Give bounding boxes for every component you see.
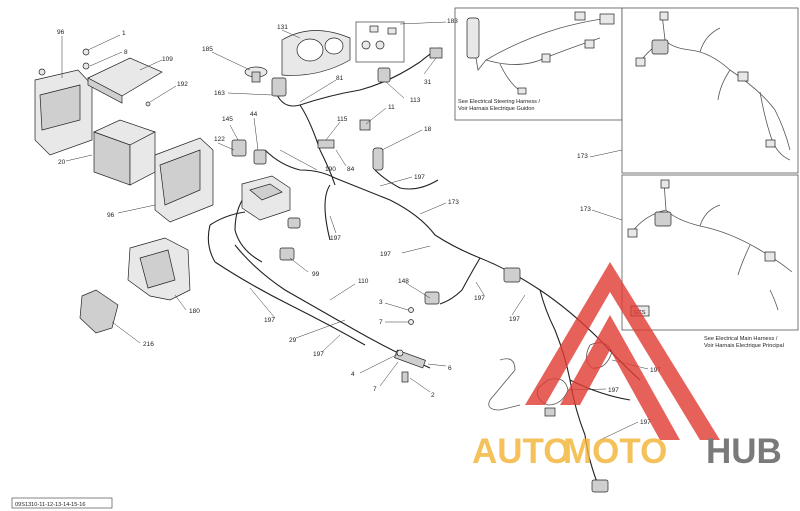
- callout-99: 99: [312, 271, 320, 278]
- callout-197-g: 197: [313, 351, 324, 358]
- callout-31: 31: [424, 79, 432, 86]
- small-hardware: [82, 48, 151, 107]
- callout-197-c: 197: [380, 251, 391, 258]
- battery-cover: [87, 57, 163, 104]
- callout-3: 3: [379, 299, 383, 306]
- callout-190: 190: [325, 166, 336, 173]
- callout-20: 20: [58, 159, 66, 166]
- callout-148: 148: [398, 278, 409, 285]
- callout-197-e: 197: [509, 316, 520, 323]
- reference-code-box: 09S1310-11-12-13-14-15-16: [11, 497, 113, 509]
- fuse-box: [241, 175, 291, 221]
- callout-216: 216: [143, 341, 154, 348]
- callout-197-a: 197: [414, 174, 425, 181]
- mounting-bracket: [127, 237, 191, 301]
- battery: [93, 119, 156, 186]
- callout-197-j: 197: [640, 419, 651, 426]
- callout-145: 145: [222, 116, 233, 123]
- callout-197-f: 197: [264, 317, 275, 324]
- watermark-text-moto: MOTO: [563, 432, 667, 471]
- callout-197-d: 197: [474, 295, 485, 302]
- callout-7-b: 7: [373, 386, 377, 393]
- callout-197-h: 197: [650, 367, 661, 374]
- leader-lines: [61, 21, 649, 441]
- callout-7-a: 7: [379, 319, 383, 326]
- callout-81: 81: [336, 75, 344, 82]
- callout-122: 122: [214, 136, 225, 143]
- watermark-logo: AUTO MOTO HUB: [472, 262, 782, 471]
- callout-197-i: 197: [608, 387, 619, 394]
- sensor-knob: [244, 66, 268, 83]
- connector-block: [79, 289, 119, 334]
- callout-163: 163: [214, 90, 225, 97]
- main-harness-note-line2: Voir Harnais Electrique Principal: [704, 343, 784, 349]
- callout-2: 2: [431, 392, 435, 399]
- callout-180: 180: [189, 308, 200, 315]
- callout-185: 185: [202, 46, 213, 53]
- callout-113: 113: [410, 97, 421, 104]
- callout-8: 8: [124, 49, 128, 56]
- callout-84: 84: [347, 166, 355, 173]
- main-harness-inset-top: [621, 7, 799, 174]
- callout-11: 11: [388, 104, 395, 111]
- callout-6: 6: [448, 365, 452, 372]
- callout-44: 44: [250, 111, 258, 118]
- callout-173-c: 173: [580, 206, 591, 213]
- steering-harness-note-line1: See Electrical Steering Harness /: [458, 99, 541, 105]
- callout-4: 4: [351, 371, 355, 378]
- callout-18: 18: [424, 126, 432, 133]
- callout-173-b: 173: [577, 153, 588, 160]
- callout-183: 183: [447, 18, 458, 25]
- main-harness-note-line1: See Electrical Main Harness /: [704, 336, 778, 342]
- callout-192: 192: [177, 81, 188, 88]
- watermark-text-auto: AUTO: [472, 432, 571, 471]
- callout-173-a: 173: [448, 199, 459, 206]
- callout-197-b: 197: [330, 235, 341, 242]
- callout-96-holder: 96: [107, 212, 115, 219]
- callout-131: 131: [277, 24, 288, 31]
- connector-kit: [355, 21, 405, 63]
- battery-tray-bracket: [34, 68, 93, 156]
- reference-code: 09S1310-11-12-13-14-15-16: [15, 502, 86, 508]
- callout-29: 29: [289, 337, 297, 344]
- callout-numbers: 1 8 96 109 192 20 96 185 131 183 163 81 …: [57, 18, 661, 426]
- steering-harness-inset: See Electrical Steering Harness / Voir H…: [454, 7, 623, 121]
- main-harness-inset-bottom: GTS See Electrical Main Harness / Voir H…: [621, 174, 799, 349]
- watermark-text-hub: HUB: [706, 432, 782, 471]
- instrument-cluster: [281, 30, 351, 76]
- harness-connectors: [231, 47, 609, 493]
- callout-115: 115: [337, 116, 348, 123]
- callout-109: 109: [162, 56, 173, 63]
- callout-96: 96: [57, 29, 65, 36]
- battery-holder: [154, 137, 214, 223]
- steering-harness-note-line2: Voir Harnais Electrique Guidon: [458, 106, 535, 112]
- callout-110: 110: [358, 278, 369, 285]
- callout-1: 1: [122, 30, 126, 37]
